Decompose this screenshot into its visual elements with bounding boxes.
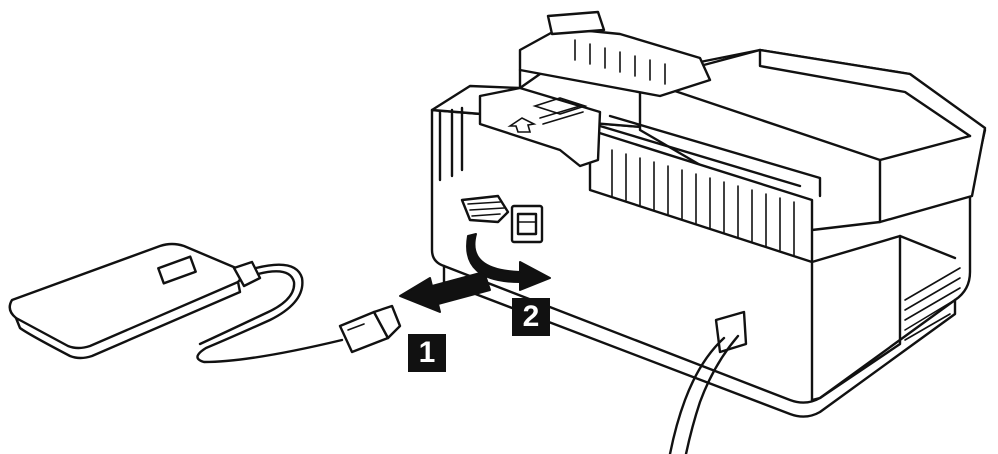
slide-direction-arrow-icon bbox=[507, 117, 537, 133]
side-vents bbox=[904, 267, 961, 341]
usb-plug-icon bbox=[338, 304, 402, 354]
usb-cable bbox=[196, 263, 344, 364]
battery-slide-rail bbox=[478, 10, 712, 168]
front-vents bbox=[611, 149, 795, 256]
usb-port bbox=[510, 204, 544, 244]
step-2-badge: 2 bbox=[512, 298, 550, 336]
power-bank-icon bbox=[8, 242, 262, 360]
port-cover bbox=[460, 194, 510, 224]
rotate-close-arrow-icon bbox=[466, 233, 551, 291]
power-cord bbox=[668, 310, 748, 454]
step-1-badge: 1 bbox=[408, 334, 446, 372]
battery-charger-icon bbox=[430, 10, 987, 454]
pull-out-arrow-icon bbox=[399, 271, 491, 313]
